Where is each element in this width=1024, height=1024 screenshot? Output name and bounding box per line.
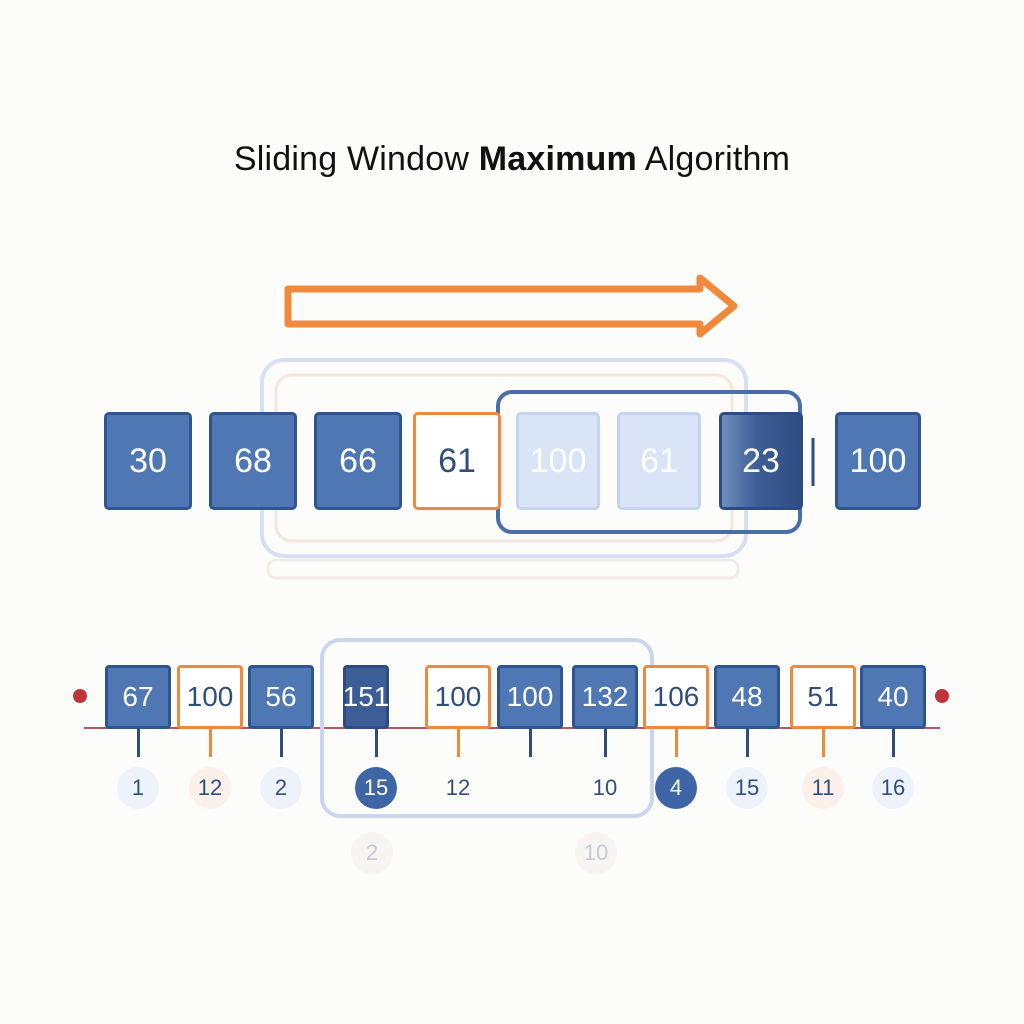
title-part-2: Algorithm	[636, 140, 791, 178]
index-label: 2	[260, 767, 302, 809]
index-label: 4	[655, 767, 697, 809]
title-part-bold: Maximum	[478, 140, 637, 178]
top-array-cell: 66	[314, 412, 402, 510]
bottom-array-cell: 100	[497, 665, 563, 729]
index-label: 16	[872, 767, 914, 809]
bottom-array-cell: 100	[177, 665, 243, 729]
index-pointer-line	[280, 729, 283, 757]
top-array-cell: 100	[835, 412, 921, 510]
top-array-cell: 68	[209, 412, 297, 510]
index-label: 12	[189, 767, 231, 809]
bottom-array-cell: 40	[860, 665, 926, 729]
top-array-cell: 100	[516, 412, 600, 510]
index-pointer-line	[746, 729, 749, 757]
top-array-cell: 61	[413, 412, 501, 510]
bottom-array-cell: 106	[643, 665, 709, 729]
index-pointer-line	[822, 729, 825, 757]
index-pointer-line	[137, 729, 140, 757]
diagram-title: Sliding Window Maximum Algorithm	[0, 140, 1024, 179]
index-pointer-line	[375, 729, 378, 757]
title-part-1: Sliding Window	[233, 140, 479, 178]
index-pointer-line	[209, 729, 212, 757]
bottom-array-cell: 132	[572, 665, 638, 729]
index-label: 15	[355, 767, 397, 809]
top-array-cell: 23	[719, 412, 803, 510]
direction-arrow-icon	[284, 274, 738, 338]
index-label: 1	[117, 767, 159, 809]
index-label: 11	[802, 767, 844, 809]
index-label: 10	[592, 775, 618, 800]
index-label: 12	[445, 775, 471, 800]
index-pointer-line	[529, 729, 532, 757]
bottom-array-cell: 48	[714, 665, 780, 729]
bottom-array-cell: 67	[105, 665, 171, 729]
bottom-array-cell: 100	[425, 665, 491, 729]
index-pointer-line	[892, 729, 895, 757]
bottom-array-cell: 56	[248, 665, 314, 729]
top-array-cell: 61	[617, 412, 701, 510]
start-marker-dot	[73, 689, 87, 703]
faint-index-label: 2	[351, 832, 393, 874]
bottom-array-cell: 151	[343, 665, 389, 729]
index-pointer-line	[457, 729, 460, 757]
top-array-cell: 30	[104, 412, 192, 510]
end-marker-dot	[935, 689, 949, 703]
index-pointer-line	[604, 729, 607, 757]
index-label: 15	[726, 767, 768, 809]
faint-index-label: 10	[575, 832, 617, 874]
index-pointer-line	[675, 729, 678, 757]
bottom-array-cell: 51	[790, 665, 856, 729]
